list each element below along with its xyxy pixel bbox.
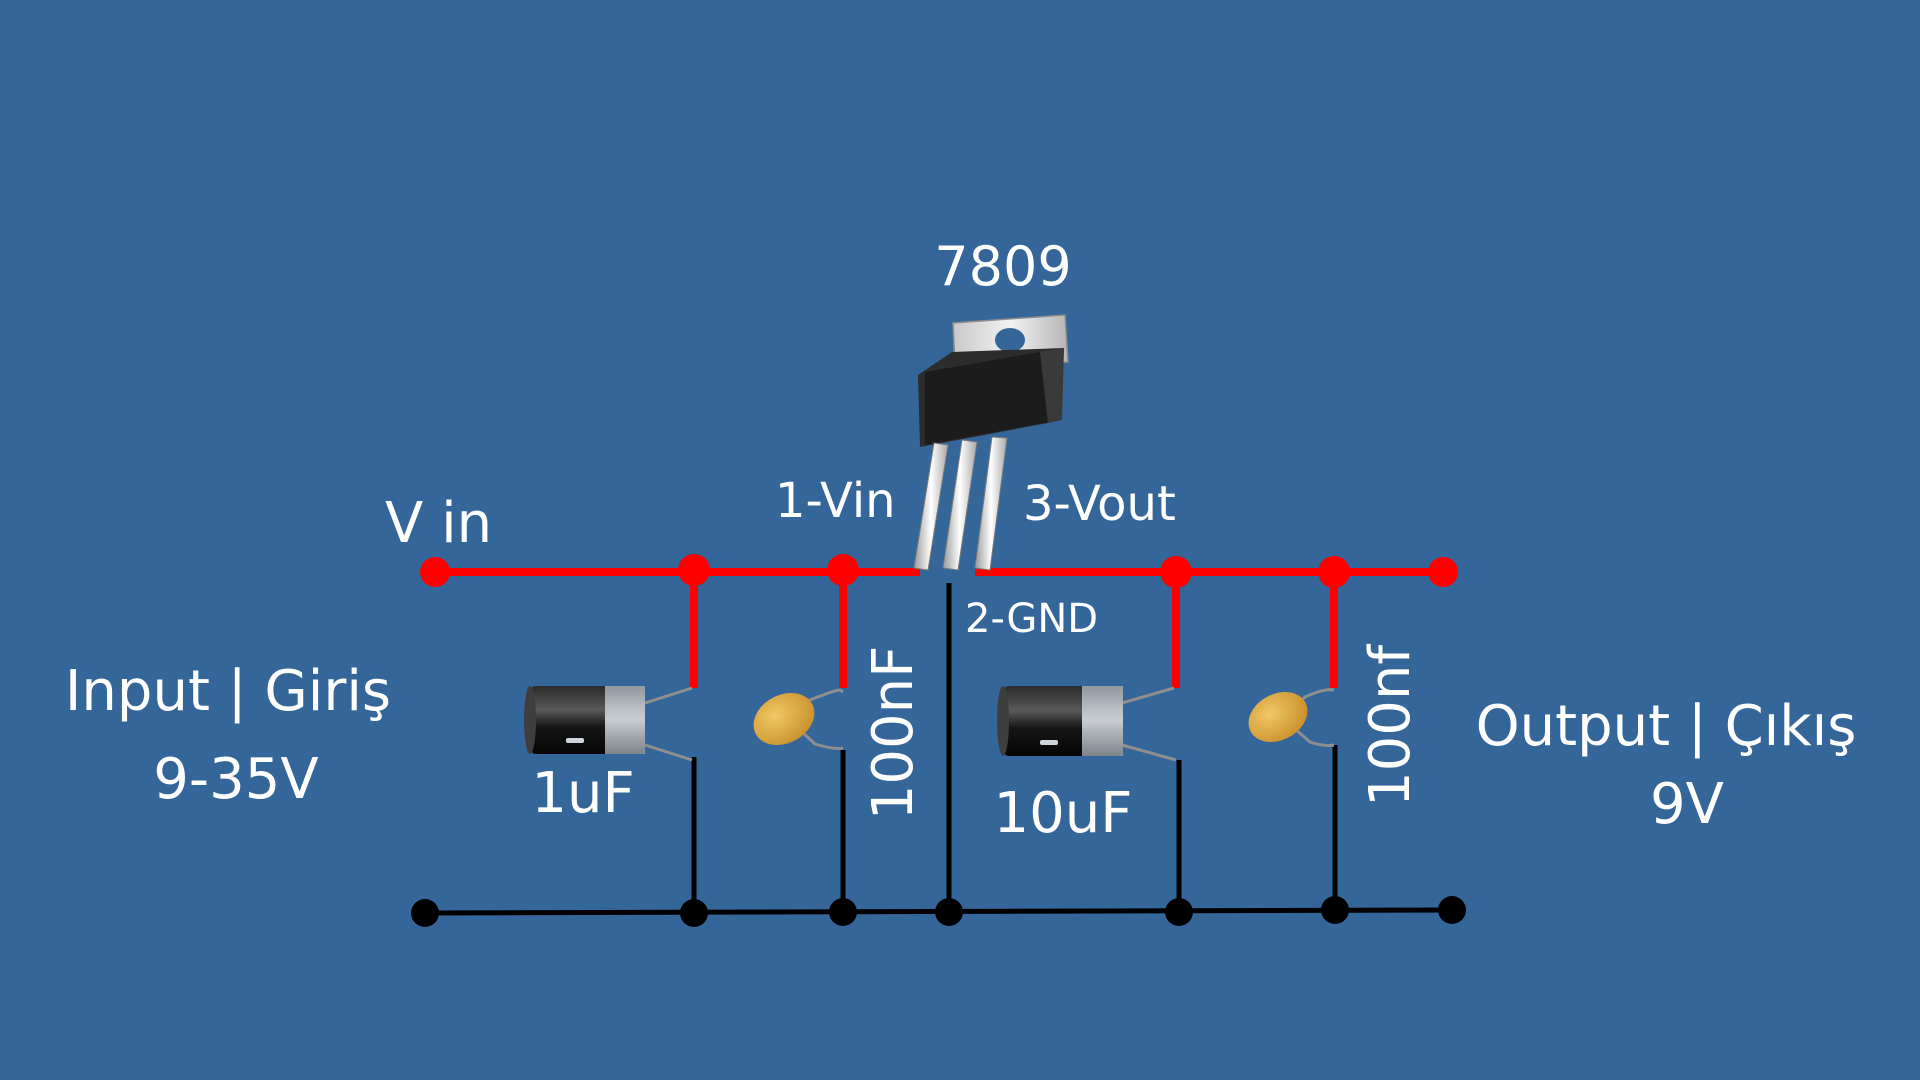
ground-node-c2 xyxy=(829,898,857,926)
vin-node xyxy=(420,557,450,587)
input-title: Input | Giriş xyxy=(65,659,391,724)
ground-node-c3 xyxy=(1165,898,1193,926)
ground-node-c1 xyxy=(680,899,708,927)
c3-value-label: 10uF xyxy=(994,781,1133,846)
ground-node-gnd xyxy=(935,898,963,926)
ground-node-output xyxy=(1438,896,1466,924)
ground-node-c4 xyxy=(1321,896,1349,924)
c2-value-label: 100nF xyxy=(861,646,926,821)
vin-node-label: V in xyxy=(385,491,492,556)
c1-value-label: 1uF xyxy=(531,761,634,826)
input-range: 9-35V xyxy=(153,747,318,812)
output-title: Output | Çıkış xyxy=(1476,694,1857,759)
positive-nodes xyxy=(420,554,1458,588)
vout-node xyxy=(1428,557,1458,587)
output-voltage: 9V xyxy=(1650,772,1724,837)
c4-value-label: 100nf xyxy=(1358,644,1423,807)
ceramic-capacitor-icon xyxy=(753,688,844,750)
to220-regulator-icon xyxy=(913,314,1069,571)
vout-node-c4 xyxy=(1318,556,1350,588)
vout-node-c3 xyxy=(1160,556,1192,588)
pin1-label: 1-Vin xyxy=(775,473,896,529)
ground-node-input xyxy=(411,899,439,927)
ceramic-capacitor-icon xyxy=(1248,688,1335,748)
regulator-part-number: 7809 xyxy=(934,235,1071,298)
vin-node-c1 xyxy=(678,554,710,586)
pin3-label: 3-Vout xyxy=(1023,476,1176,532)
ground-nodes xyxy=(411,896,1466,927)
vin-node-c2 xyxy=(827,554,859,586)
positive-rail xyxy=(435,568,1443,688)
pin2-label: 2-GND xyxy=(965,596,1098,642)
electrolytic-capacitor-icon xyxy=(524,686,693,762)
electrolytic-capacitor-icon xyxy=(997,686,1177,762)
